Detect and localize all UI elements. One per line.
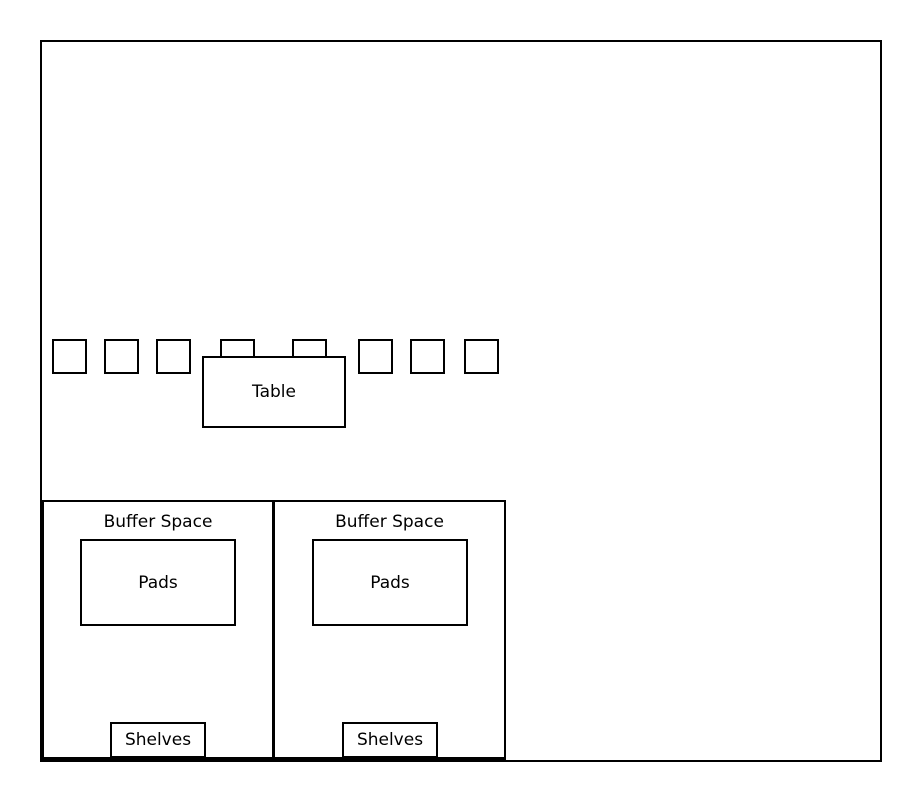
pads-1: Pads — [80, 539, 236, 626]
pads-label: Pads — [370, 572, 410, 593]
shelves-label: Shelves — [124, 730, 192, 750]
buffer-space-label: Buffer Space — [335, 512, 444, 532]
chair-3 — [156, 339, 191, 374]
chair-1 — [52, 339, 87, 374]
chair-7 — [410, 339, 445, 374]
shelves-2: Shelves — [342, 722, 438, 758]
chair-8 — [464, 339, 499, 374]
shelves-1: Shelves — [110, 722, 206, 758]
buffer-space-label: Buffer Space — [103, 512, 213, 532]
chair-6 — [358, 339, 393, 374]
table-label: Table — [252, 382, 296, 402]
table: Table — [202, 356, 346, 428]
pads-2: Pads — [312, 539, 468, 626]
shelves-label: Shelves — [356, 730, 424, 750]
chair-2 — [104, 339, 139, 374]
pads-label: Pads — [138, 572, 178, 593]
